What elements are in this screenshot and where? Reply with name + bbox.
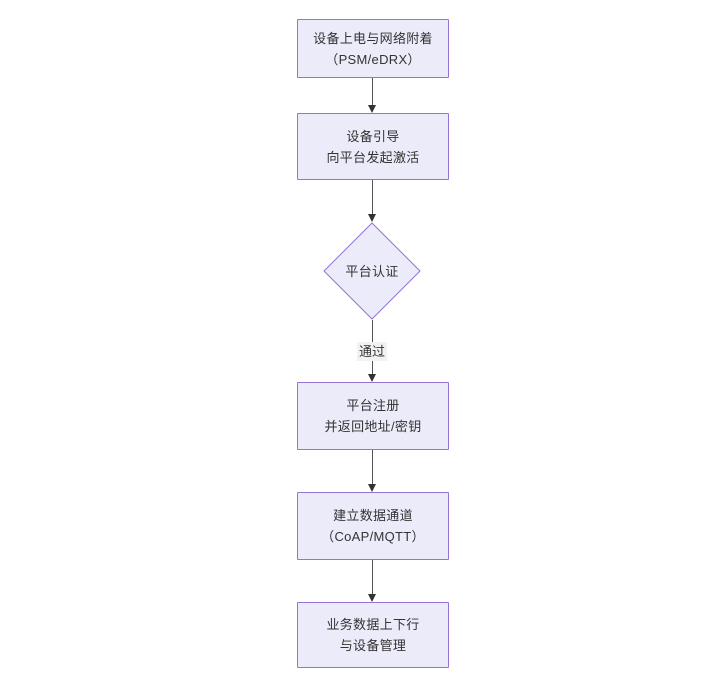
connector-platform-register-to-data-channel [368, 450, 376, 492]
diamond-shape-icon [323, 222, 421, 320]
arrowhead-icon [368, 374, 376, 382]
node-platform-register-line-2: 并返回地址/密钥 [324, 419, 422, 434]
node-business-data-line-1: 业务数据上下行 [326, 617, 420, 632]
connector-bootstrap-to-platform-auth [368, 180, 376, 222]
node-power-on-line-1: 设备上电与网络附着 [313, 30, 433, 46]
node-data-channel-line-2: （CoAP/MQTT） [321, 529, 425, 544]
node-platform-auth-label: 平台认证 [345, 263, 399, 279]
connector-line [372, 560, 373, 594]
connector-data-channel-to-business-data [368, 560, 376, 602]
node-business-data[interactable]: 业务数据上下行 与设备管理 [297, 602, 449, 668]
arrowhead-icon [368, 594, 376, 602]
connector-line [372, 180, 373, 214]
node-bootstrap-line-2: 向平台发起激活 [326, 149, 420, 165]
node-platform-auth[interactable]: 平台认证 [323, 222, 421, 320]
node-platform-register-line-1: 平台注册 [346, 398, 400, 413]
connector-line [372, 78, 373, 105]
arrowhead-icon [368, 214, 376, 222]
connector-power-on-to-bootstrap [368, 78, 376, 113]
node-data-channel[interactable]: 建立数据通道 （CoAP/MQTT） [297, 492, 449, 560]
node-business-data-line-2: 与设备管理 [339, 638, 407, 653]
arrowhead-icon [368, 484, 376, 492]
edge-label-pass: 通过 [357, 342, 388, 361]
node-bootstrap-line-1: 设备引导 [346, 128, 400, 144]
node-power-on[interactable]: 设备上电与网络附着 （PSM/eDRX） [297, 19, 449, 78]
arrowhead-icon [368, 105, 376, 113]
connector-line [372, 450, 373, 484]
node-bootstrap[interactable]: 设备引导 向平台发起激活 [297, 113, 449, 180]
node-data-channel-line-1: 建立数据通道 [333, 508, 413, 523]
node-power-on-line-2: （PSM/eDRX） [325, 51, 421, 67]
node-platform-register[interactable]: 平台注册 并返回地址/密钥 [297, 382, 449, 450]
